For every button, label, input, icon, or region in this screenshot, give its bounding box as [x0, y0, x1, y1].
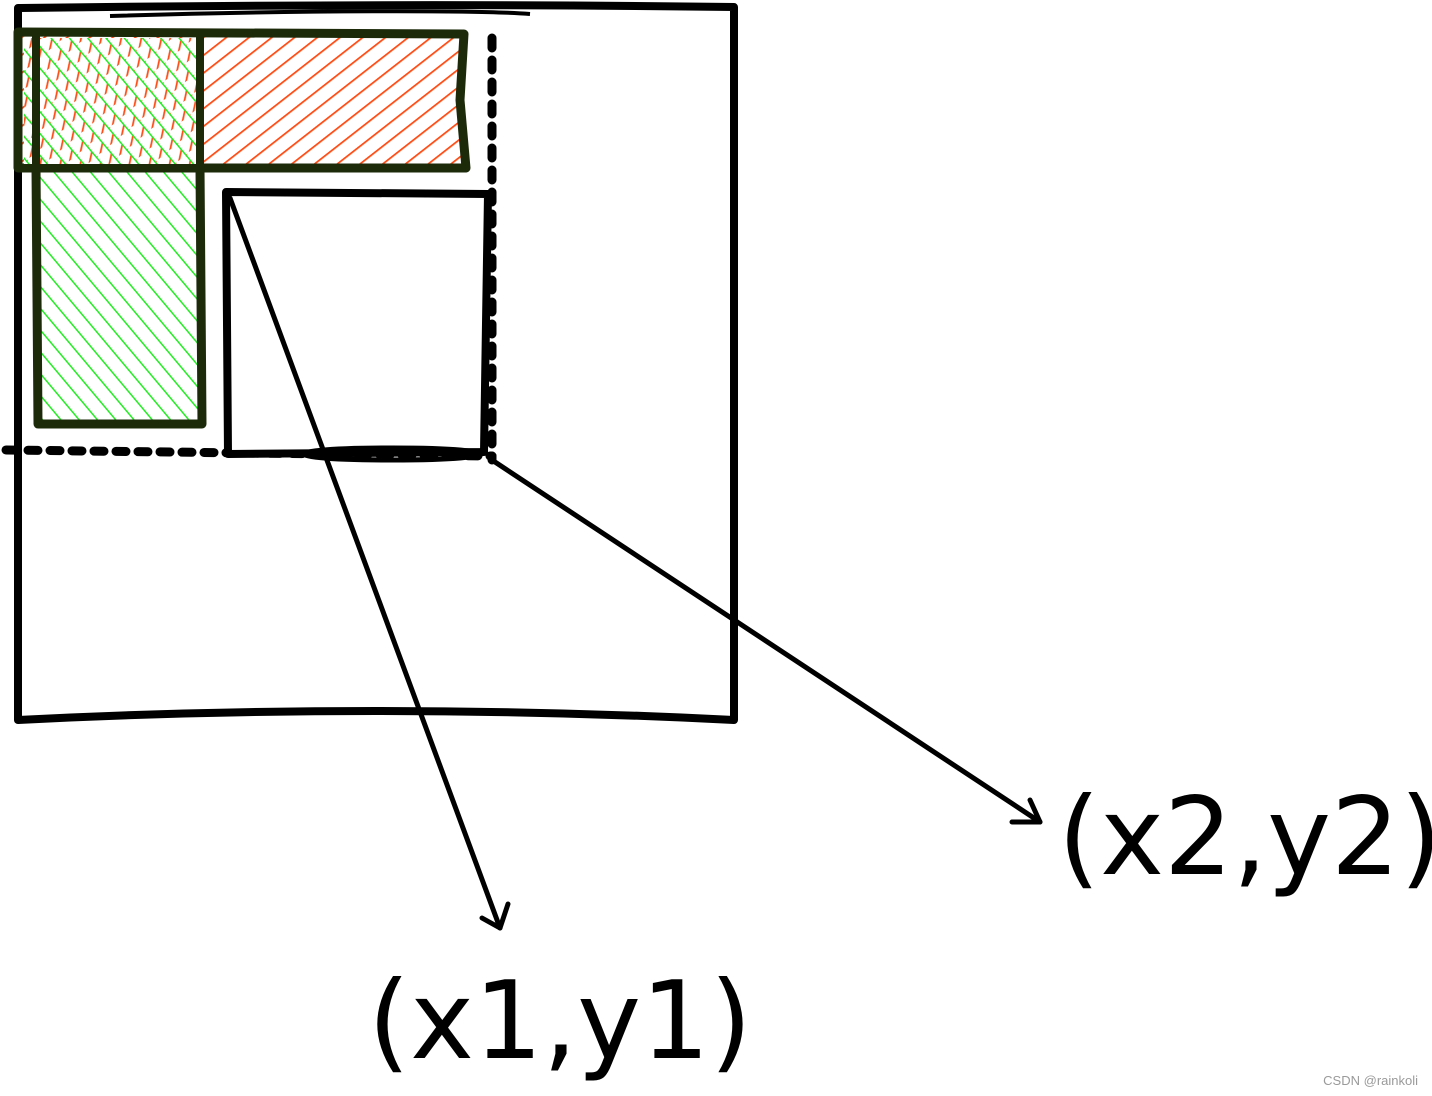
overlap-region	[24, 38, 200, 164]
watermark-text: CSDN @rainkoli	[1323, 1073, 1418, 1088]
arrow-to-x1y1	[227, 195, 503, 931]
arrowhead-x1y1	[479, 901, 511, 931]
outer-frame	[14, 1, 738, 724]
target-rectangle-bottom-sketch	[299, 445, 485, 463]
left-column-region	[31, 163, 207, 429]
point1-label: (x1,y1)	[368, 959, 752, 1084]
outer-frame-sketch-line	[109, 9, 531, 18]
arrowhead-x2y2	[1009, 797, 1043, 825]
arrow-to-x2y2	[489, 457, 1043, 825]
point2-label: (x2,y2)	[1058, 775, 1432, 900]
target-rectangle	[222, 188, 492, 458]
